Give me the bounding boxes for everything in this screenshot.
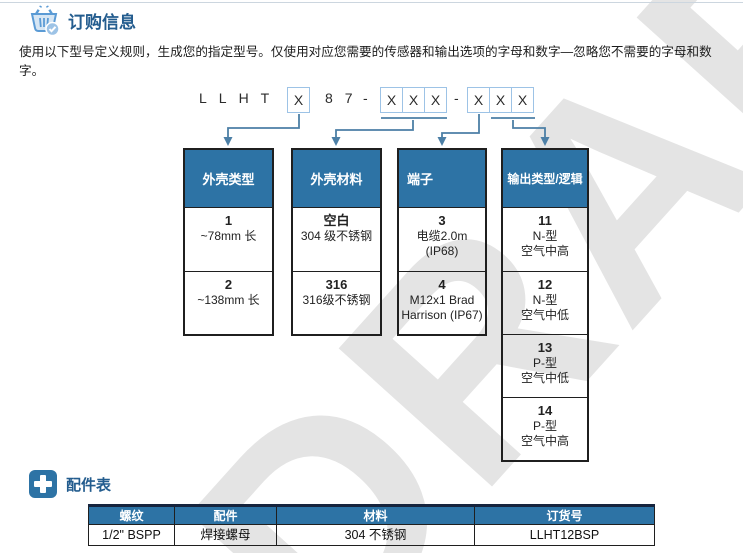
option-code: 1 [224, 213, 233, 228]
x-box: X [424, 87, 447, 113]
cell-material: 304 不锈钢 [277, 525, 475, 546]
table-header-thread: 螺纹 [88, 507, 175, 525]
column-housing-material: 外壳材料 空白 304 级不锈钢 316 316级不锈钢 [291, 148, 382, 336]
column-header: 外壳材料 [293, 150, 380, 208]
option-code: 12 [537, 277, 553, 292]
column-header: 外壳类型 [185, 150, 272, 208]
option-code: 3 [438, 213, 446, 228]
model-x-boxes-terminal-output: X X X [467, 87, 534, 113]
option-cell: 11 N-型 空气中高 [503, 208, 587, 271]
option-code: 14 [537, 403, 553, 418]
option-code: 4 [438, 277, 446, 292]
intro-text: 使用以下型号定义规则，生成您的指定型号。仅使用对应您需要的传感器和输出选项的字母… [19, 45, 712, 78]
table-header-material: 材料 [277, 507, 475, 525]
option-desc: N-型 [532, 293, 558, 307]
accessories-table-header-row: 螺纹 配件 材料 订货号 [88, 507, 655, 525]
section-header-ordering: 订购信息 [26, 2, 136, 38]
option-cell: 316 316级不锈钢 [293, 271, 380, 334]
column-terminal: 端子 3 电缆2.0m (IP68) 4 M12x1 Brad Harrison… [397, 148, 487, 336]
option-cell: 3 电缆2.0m (IP68) [399, 208, 485, 271]
shopping-basket-icon [30, 5, 60, 37]
option-desc: Harrison (IP67) [401, 308, 483, 322]
option-code: 13 [537, 340, 553, 355]
option-desc: P-型 [532, 419, 557, 433]
page-title: 订购信息 [68, 12, 136, 32]
option-cell: 4 M12x1 Brad Harrison (IP67) [399, 271, 485, 334]
option-desc: (IP68) [425, 244, 459, 258]
option-desc: 空气中低 [520, 371, 569, 385]
option-desc: P-型 [532, 356, 557, 370]
x-box: X [380, 87, 403, 113]
option-desc: 空气中低 [520, 308, 569, 322]
option-cell: 空白 304 级不锈钢 [293, 208, 380, 271]
model-dash-1: - [363, 90, 368, 106]
section-header-accessories: 配件表 [29, 470, 111, 498]
x-box: X [511, 87, 534, 113]
model-x-box-housing: X [287, 87, 310, 113]
option-code: 11 [538, 213, 552, 228]
cell-thread: 1/2" BSPP [88, 525, 175, 546]
table-row: 1/2" BSPP 焊接螺母 304 不锈钢 LLHT12BSP [88, 525, 655, 546]
model-dash-2: - [454, 90, 459, 106]
accessories-table: 螺纹 配件 材料 订货号 1/2" BSPP 焊接螺母 304 不锈钢 LLHT… [88, 504, 655, 546]
top-divider [0, 2, 743, 3]
cell-order-number: LLHT12BSP [475, 525, 655, 546]
option-code: 2 [224, 277, 233, 292]
table-header-accessory: 配件 [175, 507, 277, 525]
option-desc: 空气中高 [520, 244, 569, 258]
option-code: 316 [325, 277, 348, 292]
cell-accessory: 焊接螺母 [175, 525, 277, 546]
x-box: X [402, 87, 425, 113]
option-desc: N-型 [532, 229, 558, 243]
option-cell: 14 P-型 空气中高 [503, 397, 587, 460]
x-box: X [287, 87, 310, 113]
option-code: 空白 [323, 213, 350, 228]
column-housing-type: 外壳类型 1 ~78mm 长 2 ~138mm 长 [183, 148, 274, 336]
option-desc: 316级不锈钢 [302, 293, 371, 307]
column-output-type-logic: 输出类型/逻辑 11 N-型 空气中高 12 N-型 空气中低 13 P-型 空… [501, 148, 589, 462]
option-desc: ~78mm 长 [200, 229, 257, 243]
option-cell: 12 N-型 空气中低 [503, 271, 587, 334]
option-desc: 空气中高 [520, 434, 569, 448]
model-x-boxes-material: X X X [380, 87, 447, 113]
option-cell: 2 ~138mm 长 [185, 271, 272, 334]
option-desc: M12x1 Brad [409, 293, 475, 307]
model-fixed-digits: 87 [325, 90, 365, 106]
option-cell: 1 ~78mm 长 [185, 208, 272, 271]
column-header: 端子 [399, 150, 485, 208]
x-box: X [489, 87, 512, 113]
table-header-order-number: 订货号 [475, 507, 655, 525]
plus-icon [29, 470, 57, 498]
column-header: 输出类型/逻辑 [503, 150, 587, 208]
accessories-title: 配件表 [66, 476, 112, 494]
option-cell: 13 P-型 空气中低 [503, 334, 587, 397]
option-desc: 304 级不锈钢 [300, 229, 373, 243]
x-box: X [467, 87, 490, 113]
option-desc: 电缆2.0m [416, 229, 468, 243]
option-desc: ~138mm 长 [197, 293, 260, 307]
model-prefix-letters: LLHT [199, 90, 282, 106]
